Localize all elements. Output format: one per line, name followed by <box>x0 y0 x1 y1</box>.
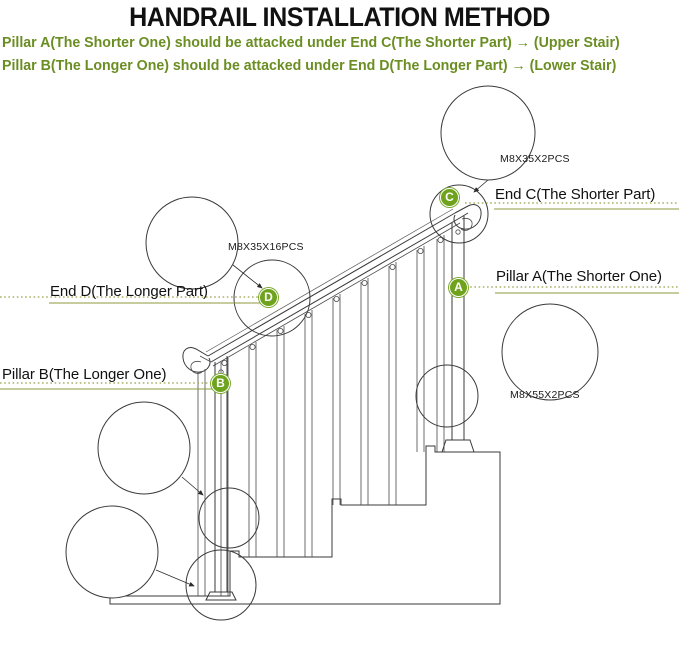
detail-anchor-end-c <box>429 184 489 244</box>
baluster-group <box>197 235 445 596</box>
baluster <box>360 278 369 505</box>
marker-end-c: C <box>440 188 459 207</box>
pillar-a-post <box>441 216 475 453</box>
label-end-d: End D(The Longer Part) <box>50 283 208 300</box>
detail-anchor-end-d <box>233 259 311 337</box>
baluster <box>388 262 397 505</box>
baluster <box>436 235 445 452</box>
baluster <box>304 310 313 557</box>
handrail-rail <box>205 208 461 367</box>
label-end-c: End C(The Shorter Part) <box>495 186 656 203</box>
staircase-outline <box>109 445 501 605</box>
marker-end-d: D <box>259 288 278 307</box>
marker-pillar-a: A <box>449 278 468 297</box>
part-number-pillar-a: M8X55X2PCS <box>510 389 580 401</box>
instruction-line-1: Pillar A(The Shorter One) should be atta… <box>2 35 620 51</box>
baluster <box>332 294 341 505</box>
baluster <box>416 246 425 452</box>
label-pillar-a: Pillar A(The Shorter One) <box>496 268 662 285</box>
detail-view-handrail-end-screw <box>438 85 538 193</box>
handrail-upper-scroll-end <box>453 204 482 231</box>
detail-anchor-pillar-a <box>415 364 479 428</box>
detail-view-lower-post-bracket <box>97 401 204 496</box>
label-pillar-b: Pillar B(The Longer One) <box>2 366 167 383</box>
baluster <box>197 369 206 596</box>
part-number-end-c: M8X35X2PCS <box>500 153 570 165</box>
detail-view-rail-baluster-screw <box>145 196 263 290</box>
baluster <box>276 326 285 557</box>
pillar-b-post <box>205 356 237 601</box>
leader-lines <box>0 202 679 390</box>
detail-anchor-base <box>185 549 257 621</box>
page-title: HANDRAIL INSTALLATION METHOD <box>129 2 550 32</box>
marker-pillar-b: B <box>211 374 230 393</box>
baluster <box>248 342 257 557</box>
part-number-end-d: M8X35X16PCS <box>228 241 304 253</box>
instruction-line-2: Pillar B(The Longer One) should be attac… <box>2 58 617 74</box>
detail-view-post-bracket-screw <box>501 303 599 401</box>
detail-view-base-flange-anchor <box>65 505 195 599</box>
detail-anchor-pillar-b <box>198 487 260 549</box>
